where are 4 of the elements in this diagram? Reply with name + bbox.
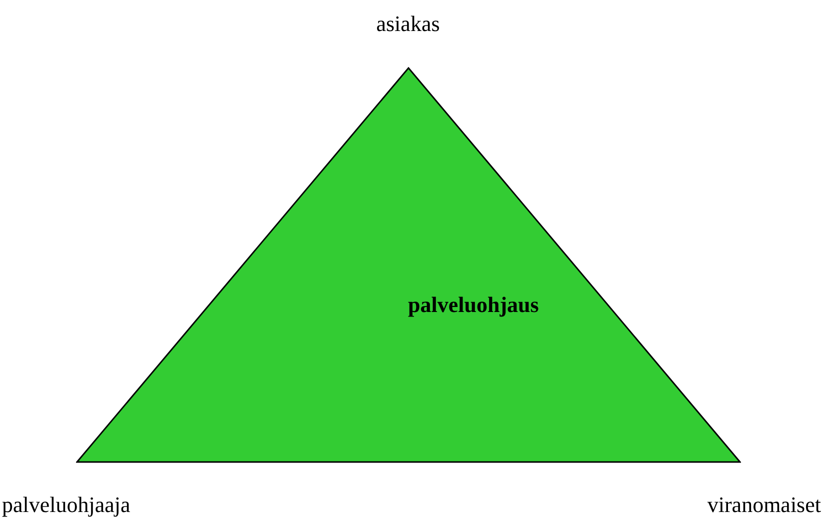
corner-label: asiakas: [376, 11, 440, 37]
corner-label: viranomaiset: [707, 492, 821, 518]
corner-label: palveluohjaaja: [2, 492, 130, 518]
triangle-label: palveluohjaus: [408, 292, 539, 318]
